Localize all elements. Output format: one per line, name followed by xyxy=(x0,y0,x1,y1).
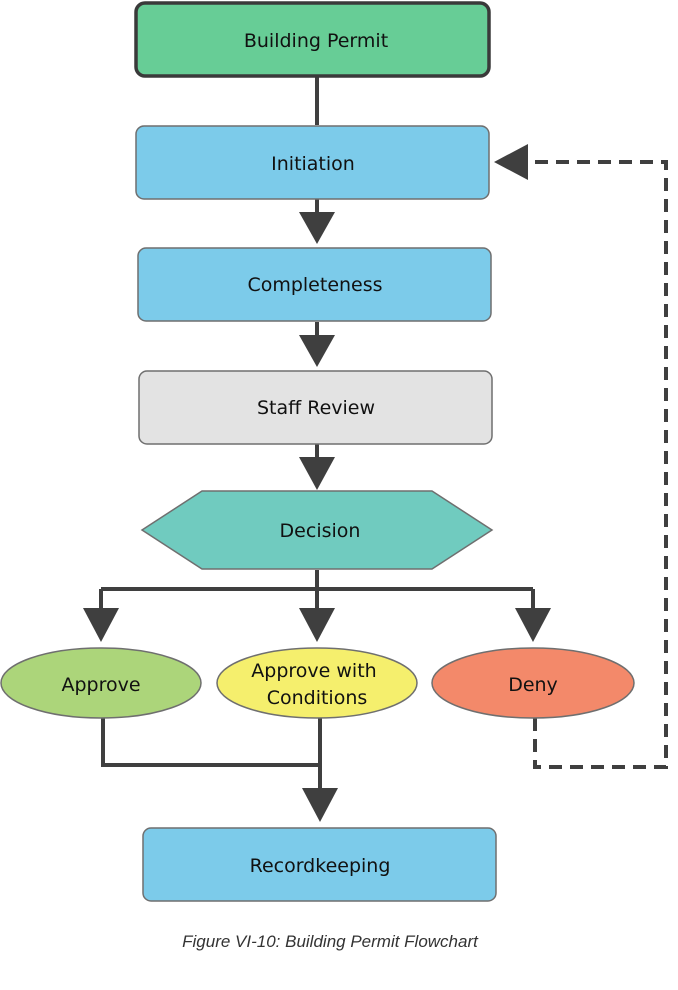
node-deny: Deny xyxy=(431,647,635,719)
arrowhead-to-deny xyxy=(515,608,551,642)
figure-caption: Figure VI-10: Building Permit Flowchart xyxy=(182,932,478,951)
node-completeness-label: Completeness xyxy=(247,274,382,296)
connectors xyxy=(99,76,535,790)
node-decision: Decision xyxy=(140,490,494,570)
node-approve-with-conditions-line2: Conditions xyxy=(267,687,368,709)
node-recordkeeping-label: Recordkeeping xyxy=(250,855,391,877)
arrowhead-to-approve xyxy=(83,608,119,642)
arrowheads xyxy=(83,144,551,822)
node-recordkeeping: Recordkeeping xyxy=(142,827,497,902)
node-completeness: Completeness xyxy=(137,247,492,322)
node-initiation: Initiation xyxy=(135,125,490,200)
node-staff-review-label: Staff Review xyxy=(257,397,375,419)
node-building-permit: Building Permit xyxy=(134,1,491,78)
node-staff-review: Staff Review xyxy=(138,370,493,445)
arrowhead-to-staff-review xyxy=(299,335,335,367)
node-approve-label: Approve xyxy=(61,674,140,696)
arrowhead-to-initiation xyxy=(494,144,528,180)
arrowhead-to-conditions xyxy=(299,608,335,642)
node-deny-label: Deny xyxy=(508,674,558,696)
arrowhead-to-recordkeeping xyxy=(302,788,338,822)
arrowhead-to-decision xyxy=(299,457,335,490)
node-approve: Approve xyxy=(0,647,202,719)
connector-deny-to-initiation-dashed xyxy=(528,160,668,769)
node-approve-with-conditions: Approve with Conditions xyxy=(216,647,418,719)
node-approve-with-conditions-line1: Approve with xyxy=(251,660,376,682)
node-decision-label: Decision xyxy=(280,520,361,542)
arrowhead-to-completeness xyxy=(299,212,335,244)
node-building-permit-label: Building Permit xyxy=(244,30,388,52)
node-initiation-label: Initiation xyxy=(271,153,355,175)
connector-approve-to-merge xyxy=(101,718,320,767)
node-approve-with-conditions-label: Approve with Conditions xyxy=(251,660,382,709)
